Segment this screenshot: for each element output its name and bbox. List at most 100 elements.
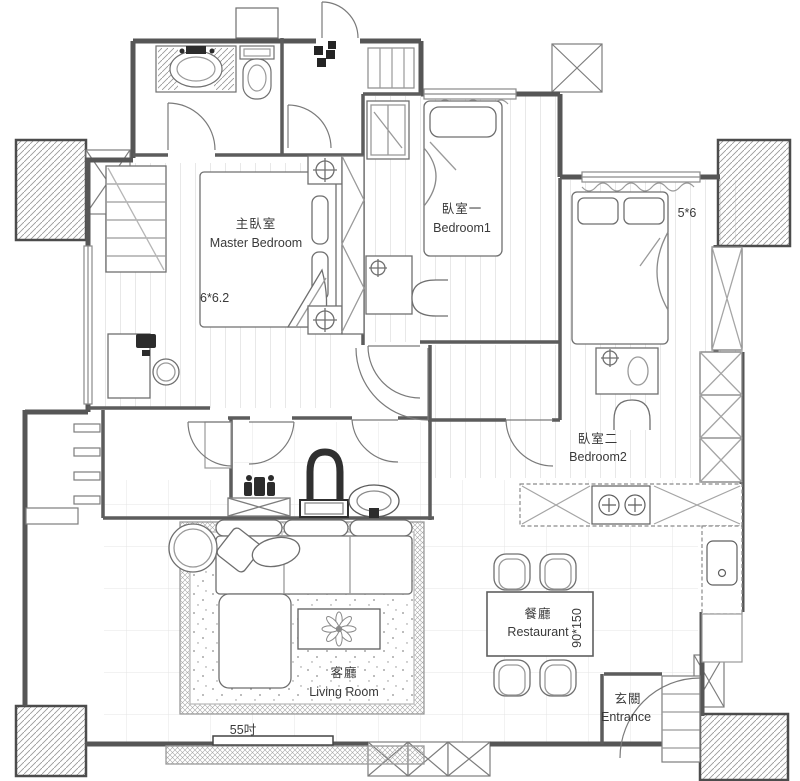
dining-chair [493,553,531,591]
living-room-label-zh: 客廳 [330,665,357,680]
tv-size-label: 55吋 [230,723,257,737]
downlight-box-bottom [307,305,343,335]
dining-chair [539,659,577,697]
tv [212,735,334,746]
pillow [429,106,497,138]
column-bottom-right [698,712,790,781]
column-top-right [716,138,792,248]
stove-icon [591,485,651,525]
window-bedroom2 [581,171,701,192]
door-entrance [619,677,701,759]
column-top-left [14,138,88,242]
door-laundry [187,421,233,467]
dining-chair [493,659,531,697]
dining-table-size: 90*150 [570,608,584,648]
shaft-box-top [551,43,603,93]
door-bedroom1 [367,345,421,399]
bedroom2-label-zh: 臥室二 [578,431,619,446]
toilet-icon [299,448,349,518]
dining-table [486,591,594,657]
entrance-label-zh: 玄關 [614,691,641,706]
bedroom2-label-en: Bedroom2 [569,450,627,464]
pillow [311,195,329,245]
master-bedroom-size: 6*6.2 [200,291,229,305]
throw-pillow [216,527,262,573]
door-toilet-room [287,104,332,149]
wardrobe-bedroom1 [366,100,410,160]
door-bathroom-left [248,421,295,465]
door-top-exterior [321,1,359,39]
balcony-laundry [25,421,232,525]
living-room-label-en: Living Room [309,685,378,699]
stool [152,358,180,386]
dining-label-zh: 餐廳 [524,606,551,621]
master-bedroom [105,155,365,399]
blanket-fold [423,147,437,207]
faucet-set-icon [244,475,275,496]
kitchen [519,483,743,663]
master-bed [199,171,337,328]
dining-area [486,553,594,697]
sofa [215,519,413,689]
closet-master-left [105,165,167,273]
pillow [577,197,619,225]
toilet-icon [239,45,275,100]
corridor-floor [432,345,738,478]
bed-bedroom2 [571,191,669,345]
chair-bedroom1 [411,279,448,317]
kitchen-sink-icon [701,525,743,615]
window-left-wall [83,245,93,405]
laundry-cabinet [204,421,232,469]
dining-label-en: Restaurant [507,625,569,639]
curtain-wave [581,182,695,192]
pillow [623,197,665,225]
vanity-sink [155,45,237,93]
faucet-icon [186,46,206,54]
bedroom1-label-zh: 臥室一 [442,201,483,216]
downlight-box-top [307,155,343,185]
bathroom-middle [227,448,400,518]
entrance-area [661,675,701,763]
desk-bedroom1 [365,255,413,315]
fan-icon [314,41,336,67]
entrance-label-en: Entrance [601,710,651,724]
bedroom1-label-en: Bedroom1 [433,221,491,235]
bed-bedroom1 [423,100,503,257]
blanket-fold [656,231,669,311]
master-bedroom-label-zh: 主臥室 [236,216,277,231]
doors [167,1,701,759]
side-table [168,523,218,573]
duct-box [235,7,279,39]
windows [83,88,701,405]
drying-rack [73,423,101,505]
door-bathroom-right [351,419,399,463]
coffee-table [297,608,381,650]
lower-cabinet [701,613,743,663]
desk-bedroom2 [595,347,659,395]
bedroom2 [571,191,743,483]
bathroom-top-left [155,7,415,100]
master-bedroom-label-en: Master Bedroom [210,236,302,250]
structural-columns [14,138,792,781]
lamp-icon [136,334,156,356]
room-labels: 主臥室 Master Bedroom 6*6.2 臥室一 Bedroom1 臥室… [200,201,696,737]
duct-right [711,246,743,351]
round-sink-icon [348,484,400,518]
closet-divider-strip [341,155,365,335]
door-bedroom2 [505,419,554,467]
bedroom2-size: 5*6 [678,206,697,220]
door-hall-living [355,347,429,421]
bedroom1 [365,100,503,317]
balcony-shelf [25,507,79,525]
cabinet-xbox [227,497,291,517]
flower-centerpiece-icon [321,611,357,647]
dining-chair [539,553,577,591]
wardrobe-bedroom2 [699,351,743,483]
round-cushion [251,536,301,568]
living-room [165,519,425,765]
shower-niche [367,47,415,89]
chair-bedroom2 [613,399,651,430]
door-bathroom-top-left [167,102,216,151]
